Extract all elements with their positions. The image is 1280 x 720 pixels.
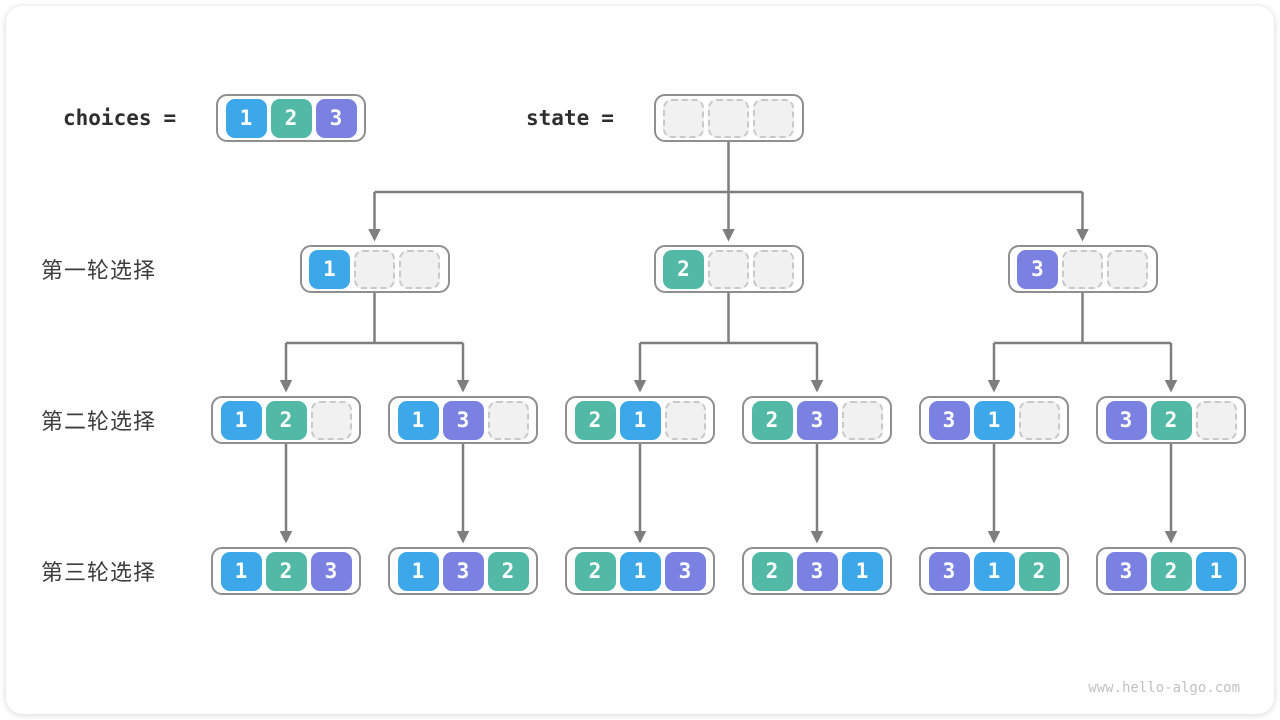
value-cell-2: 2: [487, 551, 529, 591]
round-3-label: 第三轮选择: [41, 560, 157, 585]
value-cell-2: 2: [1150, 551, 1192, 591]
empty-cell: [664, 400, 706, 440]
value-cell-2: 2: [751, 400, 793, 440]
choices-equals-sign: =: [163, 106, 177, 130]
state-box: [653, 94, 804, 142]
value-cell-3: 3: [928, 400, 970, 440]
empty-cell: [753, 249, 794, 289]
state-equals-sign: =: [601, 106, 614, 130]
empty-cell: [1018, 400, 1060, 440]
value-cell-1: 1: [1195, 551, 1237, 591]
value-cell-3: 3: [1017, 249, 1058, 289]
round-1-node-1: 1: [299, 245, 450, 293]
state-label-group: state =: [526, 94, 614, 142]
value-cell-1: 1: [220, 400, 262, 440]
tree-connectors: [279, 142, 1178, 544]
value-cell-2: 2: [1150, 400, 1192, 440]
value-cell-1: 1: [220, 551, 262, 591]
value-cell-1: 1: [397, 400, 439, 440]
value-cell-2: 2: [265, 551, 307, 591]
value-cell-3: 3: [796, 551, 838, 591]
value-cell-3: 3: [664, 551, 706, 591]
value-cell-1: 1: [619, 400, 661, 440]
value-cell-3: 3: [1105, 400, 1147, 440]
value-cell-1: 1: [973, 551, 1015, 591]
value-cell-3: 3: [442, 551, 484, 591]
value-cell-2: 2: [1018, 551, 1060, 591]
empty-cell: [1107, 249, 1148, 289]
empty-cell: [1195, 400, 1237, 440]
value-cell-1: 1: [225, 98, 267, 138]
round-1-label: 第一轮选择: [41, 258, 157, 283]
empty-cell: [663, 98, 704, 138]
empty-cell: [708, 98, 749, 138]
value-cell-3: 3: [1105, 551, 1147, 591]
value-cell-2: 2: [265, 400, 307, 440]
watermark: www.hello-algo.com: [1088, 680, 1240, 696]
empty-cell: [708, 249, 749, 289]
empty-cell: [841, 400, 883, 440]
value-cell-2: 2: [574, 400, 616, 440]
choices-label: choices: [63, 106, 152, 130]
value-cell-3: 3: [796, 400, 838, 440]
round-2-label: 第二轮选择: [41, 409, 157, 434]
value-cell-3: 3: [310, 551, 352, 591]
value-cell-3: 3: [442, 400, 484, 440]
value-cell-1: 1: [841, 551, 883, 591]
round-1-node-2: 2: [653, 245, 804, 293]
empty-cell: [1062, 249, 1103, 289]
empty-cell: [399, 249, 440, 289]
value-cell-2: 2: [574, 551, 616, 591]
empty-cell: [354, 249, 395, 289]
round-1-node-3: 3: [1007, 245, 1158, 293]
value-cell-1: 1: [309, 249, 350, 289]
empty-cell: [753, 98, 794, 138]
choices-label-group: choices =: [63, 94, 176, 142]
value-cell-1: 1: [619, 551, 661, 591]
value-cell-2: 2: [751, 551, 793, 591]
empty-cell: [487, 400, 529, 440]
value-cell-1: 1: [973, 400, 1015, 440]
value-cell-2: 2: [270, 98, 312, 138]
value-cell-2: 2: [663, 249, 704, 289]
value-cell-1: 1: [397, 551, 439, 591]
value-cell-3: 3: [928, 551, 970, 591]
state-label: state: [526, 106, 590, 130]
value-cell-3: 3: [315, 98, 357, 138]
empty-cell: [310, 400, 352, 440]
